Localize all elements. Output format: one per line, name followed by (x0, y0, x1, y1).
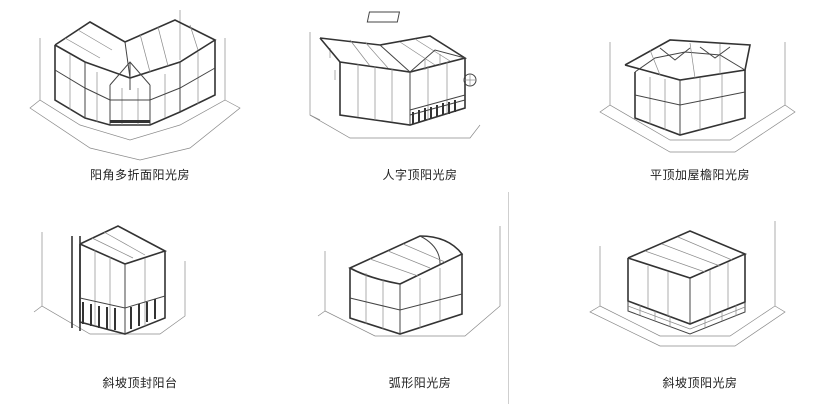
arched-sunroom-drawing (317, 226, 501, 337)
sunroom-item-2[interactable]: 人字顶阳光房 (280, 0, 560, 206)
sunroom-item-1[interactable]: 阳角多折面阳光房 (0, 0, 280, 206)
sunroom-item-4[interactable]: 斜坡顶封阳台 (0, 206, 280, 412)
slope-roof-sunroom-drawing (589, 221, 786, 347)
caption: 斜坡顶封阳台 (102, 376, 178, 390)
caption: 弧形阳光房 (388, 376, 452, 390)
corner-multifacet-sunroom-drawing (29, 10, 241, 161)
sunroom-item-3[interactable]: 平顶加屋檐阳光房 (560, 0, 840, 206)
column-divider (508, 192, 509, 404)
sunroom-item-5[interactable]: 弧形阳光房 (280, 206, 560, 412)
caption: 斜坡顶阳光房 (662, 376, 738, 390)
slope-roof-balcony-drawing (33, 225, 186, 335)
sunroom-item-6[interactable]: 斜坡顶阳光房 (560, 206, 840, 412)
caption: 平顶加屋檐阳光房 (649, 168, 750, 182)
flat-roof-eaves-sunroom-drawing (599, 39, 796, 153)
gable-roof-sunroom-drawing (309, 11, 481, 139)
caption: 阳角多折面阳光房 (89, 168, 190, 182)
caption: 人字顶阳光房 (382, 168, 458, 182)
